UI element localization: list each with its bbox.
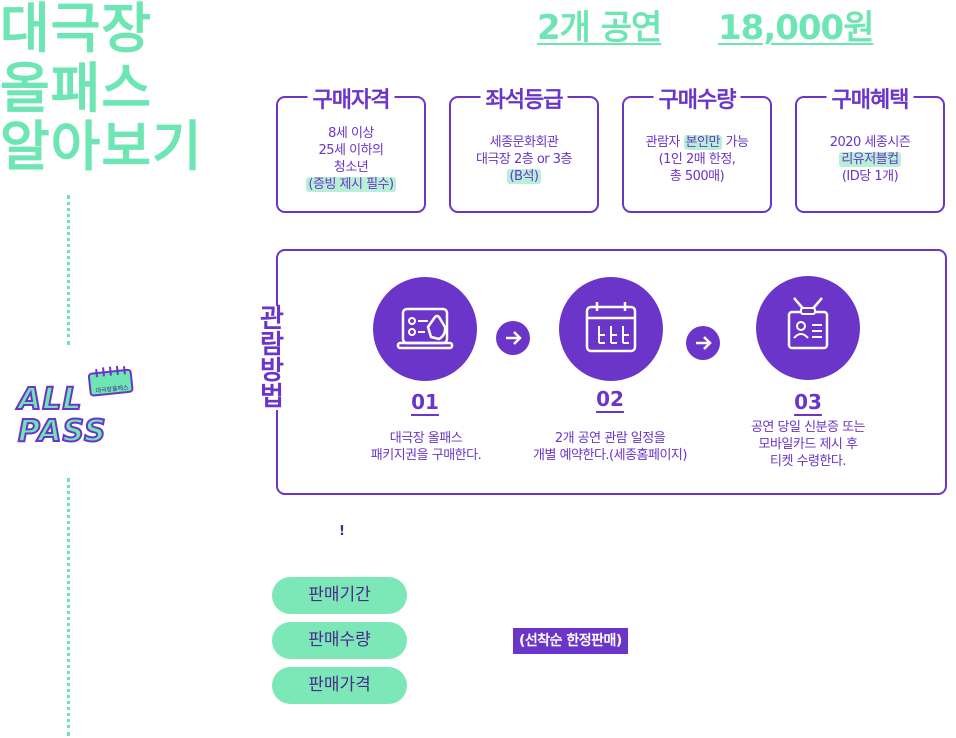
card-title: 좌석등급: [480, 82, 568, 114]
note-mark: !: [339, 524, 345, 539]
step-1-circle: [373, 277, 477, 381]
dotted-divider-top: [67, 195, 70, 345]
step-1-desc: 대극장 올패스 패키지권을 구매한다.: [326, 430, 526, 464]
sale-period-label: 판매기간: [272, 577, 407, 614]
step-line: 개별 예약한다.(세종홈페이지): [533, 448, 687, 463]
card-line: 대극장 2층 or 3층: [475, 152, 573, 167]
card-text: 가능: [721, 135, 749, 150]
card-highlight: 리유저블컵: [839, 152, 901, 167]
step-line: 2개 공연 관람 일정을: [554, 431, 666, 446]
sale-quantity-label: 판매수량: [272, 622, 407, 659]
step-2-circle: [559, 277, 663, 381]
step-2-desc: 2개 공연 관람 일정을 개별 예약한다.(세종홈페이지): [510, 430, 710, 464]
card-eligibility: 구매자격 8세 이상 25세 이하의 청소년 (증빙 제시 필수): [276, 82, 426, 213]
title-line-3: 알아보기: [0, 115, 203, 178]
step-1-number: 01: [411, 390, 439, 414]
logo-all: ALL: [17, 382, 83, 417]
calendar-icon: [585, 302, 637, 353]
step-2-number: 02: [596, 387, 624, 411]
card-line: 2020 세종시즌: [829, 135, 911, 150]
card-body: 2020 세종시즌 리유저블컵 (ID당 1개): [797, 134, 943, 185]
step-3-desc: 공연 당일 신분증 또는 모바일카드 제시 후 티켓 수령한다.: [708, 419, 908, 470]
step-line: 공연 당일 신분증 또는: [750, 420, 866, 435]
step-3-circle: [756, 276, 860, 380]
card-line: 25세 이하의: [318, 143, 384, 158]
logo-pass: PASS: [17, 414, 107, 449]
step-line: 대극장 올패스: [389, 431, 463, 446]
card-line: (ID당 1개): [841, 169, 899, 184]
card-body: 세종문화회관 대극장 2층 or 3층 (B석): [451, 134, 597, 185]
card-text: 관람자: [645, 135, 684, 150]
shows-count: 2개 공연: [537, 8, 662, 48]
card-seat-grade: 좌석등급 세종문화회관 대극장 2층 or 3층 (B석): [449, 82, 599, 213]
card-line: 세종문화회관: [489, 135, 559, 150]
step-3-number: 03: [794, 390, 822, 414]
title-line-1: 대극장: [0, 0, 153, 60]
card-highlight: 본인만: [683, 135, 722, 150]
next-arrow-icon: [686, 326, 720, 360]
card-title: 구매자격: [307, 82, 395, 114]
allpass-logo: 대극장올패스 ALL PASS: [14, 364, 134, 464]
card-quantity: 구매수량 관람자 본인만 가능 (1인 2매 한정, 총 500매): [622, 82, 772, 213]
card-title: 구매수량: [653, 82, 741, 114]
package-price: 18,000원: [718, 8, 874, 48]
step-line: 모바일카드 제시 후: [758, 437, 858, 452]
card-line: 총 500매): [669, 169, 725, 184]
card-line: 청소년: [333, 160, 369, 175]
sale-price-label: 판매가격: [272, 667, 407, 704]
card-highlight: (B석): [507, 169, 541, 184]
card-line: 8세 이상: [328, 126, 374, 141]
next-arrow-icon: [496, 321, 530, 355]
card-line: (1인 2매 한정,: [658, 152, 736, 167]
id-badge-icon: [787, 297, 829, 350]
card-body: 8세 이상 25세 이하의 청소년 (증빙 제시 필수): [278, 125, 424, 193]
card-title: 구매혜택: [826, 82, 914, 114]
card-highlight: (증빙 제시 필수): [306, 177, 396, 192]
dotted-divider-bottom: [67, 478, 70, 736]
ticket-icon: [87, 365, 134, 397]
tablet-touch-icon: [396, 307, 454, 350]
card-body: 관람자 본인만 가능 (1인 2매 한정, 총 500매): [624, 134, 770, 185]
card-benefit: 구매혜택 2020 세종시즌 리유저블컵 (ID당 1개): [795, 82, 945, 213]
step-line: 티켓 수령한다.: [769, 454, 847, 469]
step-line: 패키지권을 구매한다.: [370, 448, 482, 463]
title-line-2: 올패스: [0, 57, 153, 120]
sale-quantity-value: (선착순 한정판매): [513, 628, 628, 654]
